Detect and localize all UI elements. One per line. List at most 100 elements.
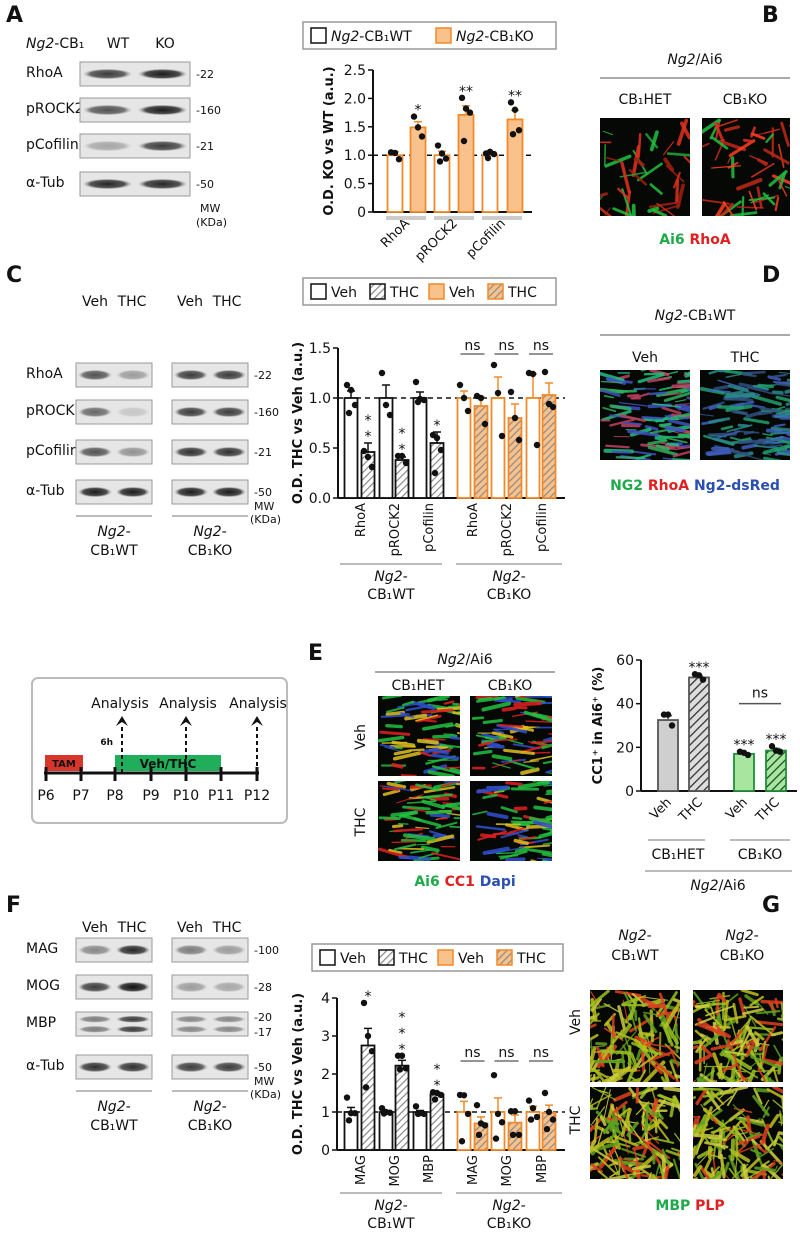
bar [412,1111,428,1151]
blot-band [211,1025,247,1033]
column-label: CB₁WT [611,948,659,964]
western-blot-a: RhoA-22pROCK2-160pCofilin-21α-Tub-50MW(K… [26,61,227,229]
bar [507,417,523,499]
legend-swatch [428,283,445,300]
y-axis-label: O.D. KO vs WT (a.u.) [322,66,337,215]
data-point [410,113,418,120]
y-tick-label: 0 [357,205,366,221]
micrograph-signal [472,781,552,861]
y-tick-label: 1 [321,1105,330,1121]
data-point [699,676,707,683]
y-axis-label: CC1⁺ in Ai6⁺ (%) [591,667,606,785]
data-point [436,158,444,165]
category-label: MBP [422,1155,437,1183]
category-label: pCofilin [464,216,509,261]
data-point [768,743,776,750]
significance-marker: * [415,103,422,119]
data-point [664,711,672,718]
data-point [549,1116,557,1123]
stain-legend-g: MBP PLP [655,1198,724,1214]
legend-swatch [310,27,327,44]
data-point [396,1066,404,1073]
column-label: CB₁KO [723,92,767,108]
data-point [494,389,502,397]
blot-band [211,1015,247,1023]
data-point [507,99,515,106]
panel-label-f: F [6,893,21,918]
group-footer: Ng2/Ai6 [690,878,745,894]
genotype-label: Ng2- [193,1099,226,1115]
blot-row-label: pROCK2 [26,101,84,117]
data-point [364,1032,372,1040]
mw-marker: -20 [254,1011,272,1024]
data-point [368,1048,376,1055]
blot-header: THC [117,294,147,310]
tam-label: TAM [52,759,76,770]
category-label: pROCK2 [500,503,515,556]
blot-row-label: pCofilin [26,137,79,153]
genotype-label: Ng2- [492,569,525,585]
significance-marker: * [365,429,372,445]
blot-row-label: pROCK2 [26,403,84,419]
column-label: Ng2- [725,928,758,944]
category-label: RhoA [466,503,481,537]
blot-band [173,1025,209,1033]
micrograph-image [600,118,690,216]
data-point [527,1116,535,1123]
significance-marker: * [399,1026,406,1042]
data-point [549,403,557,411]
data-point [460,1092,468,1099]
arrow-head-icon [180,716,192,726]
data-point [420,1110,428,1118]
column-label: THC [730,350,760,366]
y-tick-label: 0 [625,784,634,800]
row-label: Veh [568,1009,584,1035]
panel-label-c: C [6,263,22,288]
data-point [433,434,441,442]
data-point [490,361,498,369]
legend-label: THC [398,951,428,967]
blot-band [137,140,188,152]
data-point [412,1103,420,1110]
bar [688,676,710,792]
data-point [360,999,368,1007]
significance-marker: *** [734,738,755,754]
y-tick-label: 1.0 [344,148,366,164]
data-point [362,1084,370,1091]
data-point [498,1119,506,1126]
group-bar [434,216,474,220]
significance-marker: * [399,426,406,442]
legend-swatch [435,27,452,44]
blot-band [82,68,133,80]
blot-row-label: MOG [26,978,60,994]
data-point [412,378,420,386]
data-point [460,394,468,402]
bar [394,1064,410,1151]
data-point [414,124,422,131]
y-tick-label: 2.5 [344,63,366,79]
data-point [529,1105,537,1112]
bar [733,752,755,792]
data-point [509,1131,517,1139]
data-point [475,1131,483,1139]
data-point [431,469,439,477]
data-point [343,1094,351,1101]
bar-chart-c: 0.00.51.01.5O.D. THC vs Veh (a.u.)*****R… [291,338,565,603]
delay-label: 6h [100,738,113,748]
blot-row-label: RhoA [26,65,63,81]
category-label: MAG [354,1155,369,1185]
arrow-head-icon [251,716,263,726]
genotype-label: CB₁KO [188,1118,232,1134]
panel-label-e: E [308,641,323,666]
blot-band [173,406,209,418]
category-label: THC [753,795,783,825]
micrograph-signal [600,118,690,216]
legend-label: THC [516,951,546,967]
legend-label: Veh [449,285,475,301]
